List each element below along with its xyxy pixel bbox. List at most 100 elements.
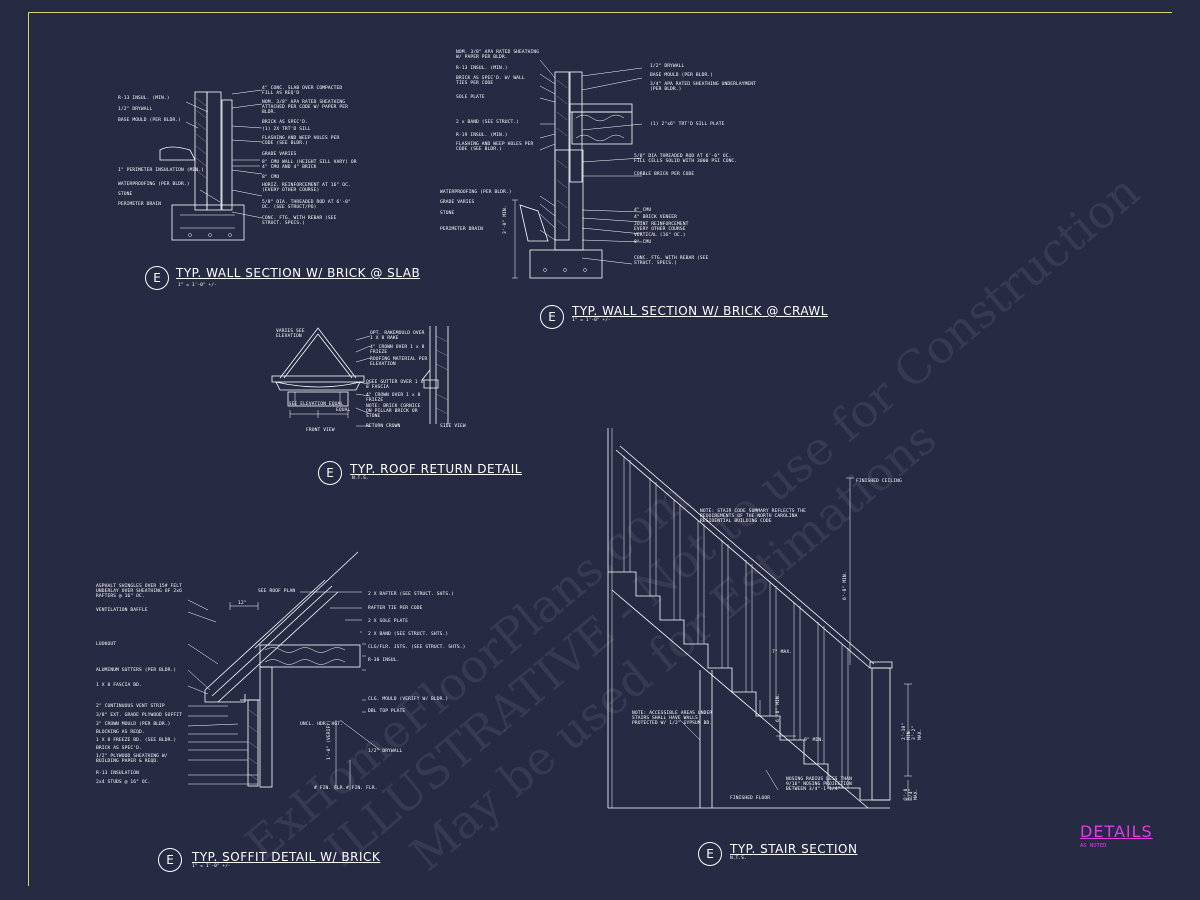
detail-marker: E [145, 266, 169, 290]
detail-title: TYP. WALL SECTION W/ BRICK @ SLAB [176, 266, 421, 280]
wall-crawl-note: 5/8" DIA THREADED ROD AT 6'-0" OC. FILL … [634, 154, 738, 165]
soffit-note: ALUMINUM GUTTERS (PER BLDR.) [96, 668, 177, 673]
stair-dimension: 2'-8 3/4" MAX. [904, 788, 920, 800]
sheet-scale-note: AS NOTED [1080, 843, 1107, 849]
sheet-frame-top [28, 12, 1172, 13]
soffit-note: 2 X RAFTER (SEE STRUCT. SHTS.) [368, 592, 454, 597]
roof-return-note: RETURN CROWN [366, 424, 401, 429]
wall-crawl-note: GRADE VARIES [440, 200, 475, 205]
roof-return-note: EQUAL [336, 408, 351, 413]
wall-crawl-drawing [512, 59, 643, 279]
detail-title: TYP. ROOF RETURN DETAIL [350, 462, 522, 476]
wall-slab-note: FLASHING AND WEEP HOLES PER CODE (SEE BL… [262, 136, 340, 147]
stair-note: NOSING RADIUS LESS THAN 9/16" NOSING PRO… [786, 777, 852, 793]
stair-note: NOTE: ACCESSIBLE AREAS UNDER STAIRS SHAL… [632, 711, 713, 727]
soffit-note: 1 X 8 FREEZE BD. (SEE BLDR.) [96, 738, 177, 743]
wall-crawl-note: 4" BRICK VENEER [634, 215, 677, 220]
wall-slab-note: STONE [118, 192, 133, 197]
wall-crawl-note: 4" CMU [634, 208, 652, 213]
roof-return-note: SEE ELEVATION EQUAL [288, 402, 344, 407]
wall-crawl-note: 2 x BAND (SEE STRUCT.) [456, 120, 520, 125]
soffit-note: 3/8" EXT. GRADE PLYWOOD SOFFIT [96, 713, 182, 718]
wall-crawl-note: STONE [440, 211, 455, 216]
wall-slab-note: CONC. FTG. WITH REBAR (SEE STRUCT. SPECS… [262, 216, 337, 227]
sheet-title: DETAILS [1080, 822, 1153, 841]
stair-drawing [607, 428, 912, 809]
soffit-note: R-13 INSULATION [96, 771, 139, 776]
wall-crawl-note: R-13 INSUL. (MIN.) [456, 66, 508, 71]
wall-crawl-note: VERTICAL (16" OC.) [634, 233, 686, 238]
wall-slab-note: BRICK AS SPEC'D. [262, 120, 308, 125]
soffit-dimension: # FIN. FLR. [314, 786, 346, 791]
roof-return-drawing [271, 326, 449, 427]
stair-dimension: 7" MAX. [772, 650, 793, 655]
roof-return-note: 4" CROWN OVER 1 x 8 FRIEZE [366, 393, 421, 404]
soffit-note: 2 X SOLE PLATE [368, 619, 409, 624]
wall-crawl-note: 3/4" APA RATED SHEATHING UNDERLAYMENT (P… [650, 82, 757, 93]
wall-crawl-note: FLASHING AND WEEP HOLES PER CODE (SEE BL… [456, 142, 534, 153]
detail-scale: N.T.S. [352, 476, 369, 481]
detail-marker: E [540, 305, 564, 329]
soffit-note: UNCL. HDR. HGT. [300, 722, 343, 727]
stair-dimension: 6'-8" MIN. [776, 693, 781, 722]
roof-return-note: OPT. RAKEMOULD OVER 1 X 8 RAKE [370, 331, 425, 342]
detail-marker: E [158, 848, 182, 872]
soffit-note: 1/2" DRYWALL [368, 749, 403, 754]
stair-note: NOTE: STAIR CODE SUMMARY REFLECTS THE RE… [700, 509, 807, 525]
soffit-note: DBL TOP PLATE [368, 709, 406, 714]
wall-crawl-note: BASE MOULD (PER BLDR.) [650, 73, 714, 78]
soffit-note: LOOKOUT [96, 642, 117, 647]
roof-return-note: NOTE: BRICK CORNICE ON PILLAR BRICK OR S… [366, 404, 421, 420]
wall-crawl-note: CORBLE BRICK PER CODE [634, 172, 695, 177]
soffit-note: 2x4 STUDS @ 16" OC. [96, 780, 151, 785]
roof-return-view-label: FRONT VIEW [306, 428, 335, 433]
soffit-note: R-38 INSUL. [368, 658, 400, 663]
soffit-dimension: 1'-0" (VERIFY) [327, 719, 332, 760]
soffit-note: 2 X BAND (SEE STRUCT. SHTS.) [368, 632, 449, 637]
detail-title: TYP. WALL SECTION W/ BRICK @ CRAWL [572, 304, 828, 318]
wall-crawl-note: BRICK AS SPEC'D. W/ WALL TIES PER CODE [456, 76, 525, 87]
soffit-note: SEE ROOF PLAN [258, 589, 296, 594]
soffit-note: CLG/FLR. JSTS. (SEE STRUCT. SHTS.) [368, 645, 466, 650]
wall-crawl-note: 8" CMU [634, 240, 652, 245]
wall-slab-note: 8" CMU [262, 175, 280, 180]
soffit-note: 2" CONTINUOUS VENT STRIP [96, 704, 165, 709]
wall-slab-note: 1/2" DRYWALL [118, 107, 153, 112]
wall-crawl-note: R-19 INSUL. (MIN.) [456, 133, 508, 138]
soffit-note: BRICK AS SPEC'D. [96, 746, 142, 751]
roof-return-note: VARIES SEE ELEVATION [276, 329, 305, 340]
wall-crawl-note: (1) 2"x6" TRT'D SILL PLATE [650, 122, 725, 127]
soffit-note: ASPHALT SHINGLES OVER 15# FELT UNDERLAY … [96, 584, 182, 600]
roof-return-note: 4" CROWN OVER 1 x 8 FRIEZE [370, 345, 425, 356]
roof-return-view-label: SIDE VIEW [440, 424, 466, 429]
wall-slab-note: WATERPROOFING (PER BLDR.) [118, 182, 190, 187]
soffit-note: RAFTER TIE PER CODE [368, 606, 423, 611]
soffit-drawing [187, 551, 381, 790]
roof-return-note: OGEE GUTTER OVER 1 x 8 FASCIA [366, 380, 424, 391]
stair-dimension: 2'-10" MIN. 3'-2" MAX. [902, 722, 923, 740]
soffit-note: CLG. MOULD (VERIFY W/ BLDR.) [368, 697, 449, 702]
wall-slab-note: GRADE VARIES [262, 152, 297, 157]
wall-crawl-note: 1/2" DRYWALL [650, 64, 685, 69]
soffit-note: 1 X 8 FASCIA BD. [96, 683, 142, 688]
wall-crawl-dimension: 3'-0" MIN. [503, 205, 508, 234]
soffit-note: VENTILATION BAFFLE [96, 608, 148, 613]
stair-dimension: 9" MIN. [804, 738, 825, 743]
wall-slab-note: 4" CONC. SLAB OVER COMPACTED FILL AS REQ… [262, 86, 343, 97]
wall-crawl-note: WATERPROOFING (PER BLDR.) [440, 190, 512, 195]
soffit-dimension: # FIN. FLR. [346, 786, 378, 791]
detail-marker: E [318, 461, 342, 485]
wall-crawl-note: PERIMETER DRAIN [440, 227, 483, 232]
wall-slab-note: (1) 2X TRT'D SILL [262, 127, 311, 132]
wall-slab-note: BASE MOULD (PER BLDR.) [118, 118, 182, 123]
wall-slab-note: HORIZ. REINFORCEMENT AT 16" OC. (EVERY O… [262, 183, 351, 194]
detail-title: TYP. STAIR SECTION [730, 842, 858, 856]
wall-slab-note: 5/8" DIA. THREADED ROD AT 6'-0" OC. (SEE… [262, 200, 351, 211]
wall-slab-note: 8" CMU WALL (HEIGHT SILL VARY) OR 4" CMU… [262, 160, 357, 171]
wall-slab-note: 1" PERIMETER INSULATION (MIN.) [118, 168, 204, 173]
stair-note: FINISHED FLOOR [730, 796, 771, 801]
soffit-note: BLOCKING AS REQD. [96, 730, 145, 735]
wall-crawl-note: SOLE PLATE [456, 95, 485, 100]
